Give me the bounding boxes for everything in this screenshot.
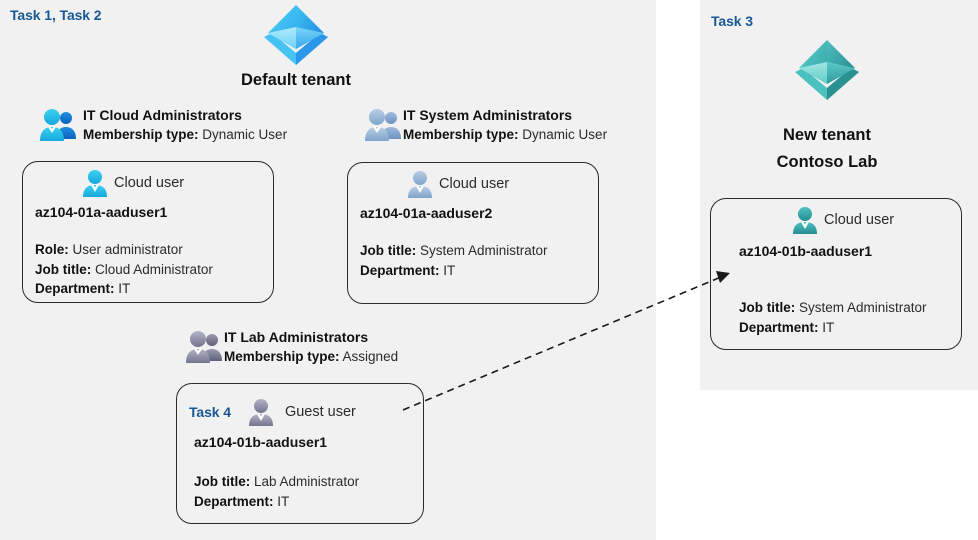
- users-group-icon: [184, 330, 224, 364]
- property-job-title: Job title: Lab Administrator: [194, 472, 359, 492]
- group-membership: Membership type: Dynamic User: [83, 125, 287, 144]
- card-properties: Job title: System Administrator Departme…: [739, 298, 927, 337]
- property-role: Role: User administrator: [35, 240, 213, 260]
- membership-type-label: Membership type:: [83, 127, 199, 142]
- card-user-name: az104-01b-aaduser1: [194, 434, 328, 450]
- property-job-title: Job title: Cloud Administrator: [35, 260, 213, 280]
- user-card-az104-01a-aaduser1[interactable]: Cloud user az104-01a-aaduser1 Role: User…: [22, 161, 274, 303]
- users-group-icon: [38, 108, 78, 142]
- property-label: Role:: [35, 242, 69, 257]
- new-tenant-title-line1: New tenant: [782, 126, 871, 144]
- user-card-az104-01a-aaduser2[interactable]: Cloud user az104-01a-aaduser2 Job title:…: [347, 162, 599, 304]
- property-label: Job title:: [739, 300, 796, 315]
- card-user-name: az104-01a-aaduser1: [35, 204, 168, 220]
- azure-ad-tenant-icon: [262, 3, 330, 67]
- membership-type-value: Dynamic User: [522, 127, 608, 142]
- card-user-type: Guest user: [284, 404, 356, 420]
- card-properties: Role: User administrator Job title: Clou…: [35, 240, 213, 299]
- property-department: Department: IT: [35, 279, 213, 299]
- user-icon: [247, 398, 275, 426]
- azure-ad-tenant-icon: [793, 38, 861, 102]
- default-tenant-title: Default tenant: [240, 71, 351, 89]
- user-icon: [406, 170, 434, 198]
- membership-type-value: Dynamic User: [202, 127, 288, 142]
- membership-type-value: Assigned: [342, 349, 399, 364]
- group-name: IT System Administrators: [403, 107, 573, 123]
- group-name: IT Cloud Administrators: [83, 107, 242, 123]
- card-user-type-row: Cloud user: [406, 170, 509, 198]
- card-user-type: Cloud user: [114, 175, 185, 191]
- user-card-az104-01b-aaduser1-guest[interactable]: Task 4 Guest user az104-01b-aaduser1 Job…: [176, 383, 424, 524]
- property-department: Department: IT: [194, 492, 359, 512]
- membership-type-label: Membership type:: [224, 349, 340, 364]
- property-value: User administrator: [72, 242, 183, 257]
- group-name: IT Lab Administrators: [224, 329, 369, 345]
- property-label: Job title:: [35, 261, 92, 277]
- users-group-icon: [363, 108, 403, 142]
- group-header-it-cloud-administrators: IT Cloud Administrators Membership type:…: [83, 106, 287, 144]
- property-label: Job title:: [360, 243, 417, 258]
- task-label-3: Task 3: [711, 13, 753, 29]
- card-user-type-row: Cloud user: [791, 206, 894, 234]
- card-user-name: az104-01b-aaduser1: [739, 243, 873, 259]
- property-label: Job title:: [194, 474, 251, 489]
- card-user-type: Cloud user: [824, 212, 895, 228]
- property-label: Department:: [194, 493, 274, 509]
- property-value: Cloud Administrator: [95, 261, 213, 277]
- property-value: System Administrator: [420, 243, 548, 258]
- property-job-title: Job title: System Administrator: [360, 241, 548, 261]
- card-user-type: Cloud user: [439, 176, 510, 192]
- property-job-title: Job title: System Administrator: [739, 298, 927, 318]
- group-membership: Membership type: Assigned: [224, 347, 398, 366]
- group-header-it-lab-administrators: IT Lab Administrators Membership type: A…: [224, 328, 398, 366]
- property-label: Department:: [360, 262, 440, 278]
- user-card-az104-01b-aaduser1-cloud[interactable]: Cloud user az104-01b-aaduser1 Job title:…: [710, 198, 962, 350]
- property-department: Department: IT: [739, 318, 927, 338]
- property-value: IT: [443, 262, 456, 278]
- membership-type-label: Membership type:: [403, 127, 519, 142]
- property-value: IT: [277, 493, 290, 509]
- property-label: Department:: [739, 319, 819, 335]
- user-icon: [791, 206, 819, 234]
- property-value: IT: [118, 281, 131, 296]
- new-tenant-title-line2: Contoso Lab: [776, 153, 878, 171]
- property-value: IT: [822, 319, 835, 335]
- user-icon: [81, 169, 109, 197]
- card-user-name: az104-01a-aaduser2: [360, 205, 493, 221]
- card-properties: Job title: Lab Administrator Department:…: [194, 472, 359, 511]
- task-label-1-2: Task 1, Task 2: [10, 7, 102, 23]
- card-properties: Job title: System Administrator Departme…: [360, 241, 548, 280]
- property-department: Department: IT: [360, 261, 548, 281]
- property-label: Department:: [35, 281, 115, 296]
- task-label-4: Task 4: [189, 404, 231, 420]
- card-user-type-row: Task 4 Guest user: [189, 398, 356, 426]
- group-membership: Membership type: Dynamic User: [403, 125, 607, 144]
- property-value: System Administrator: [799, 300, 927, 315]
- card-user-type-row: Cloud user: [81, 169, 184, 197]
- property-value: Lab Administrator: [254, 474, 360, 489]
- group-header-it-system-administrators: IT System Administrators Membership type…: [403, 106, 607, 144]
